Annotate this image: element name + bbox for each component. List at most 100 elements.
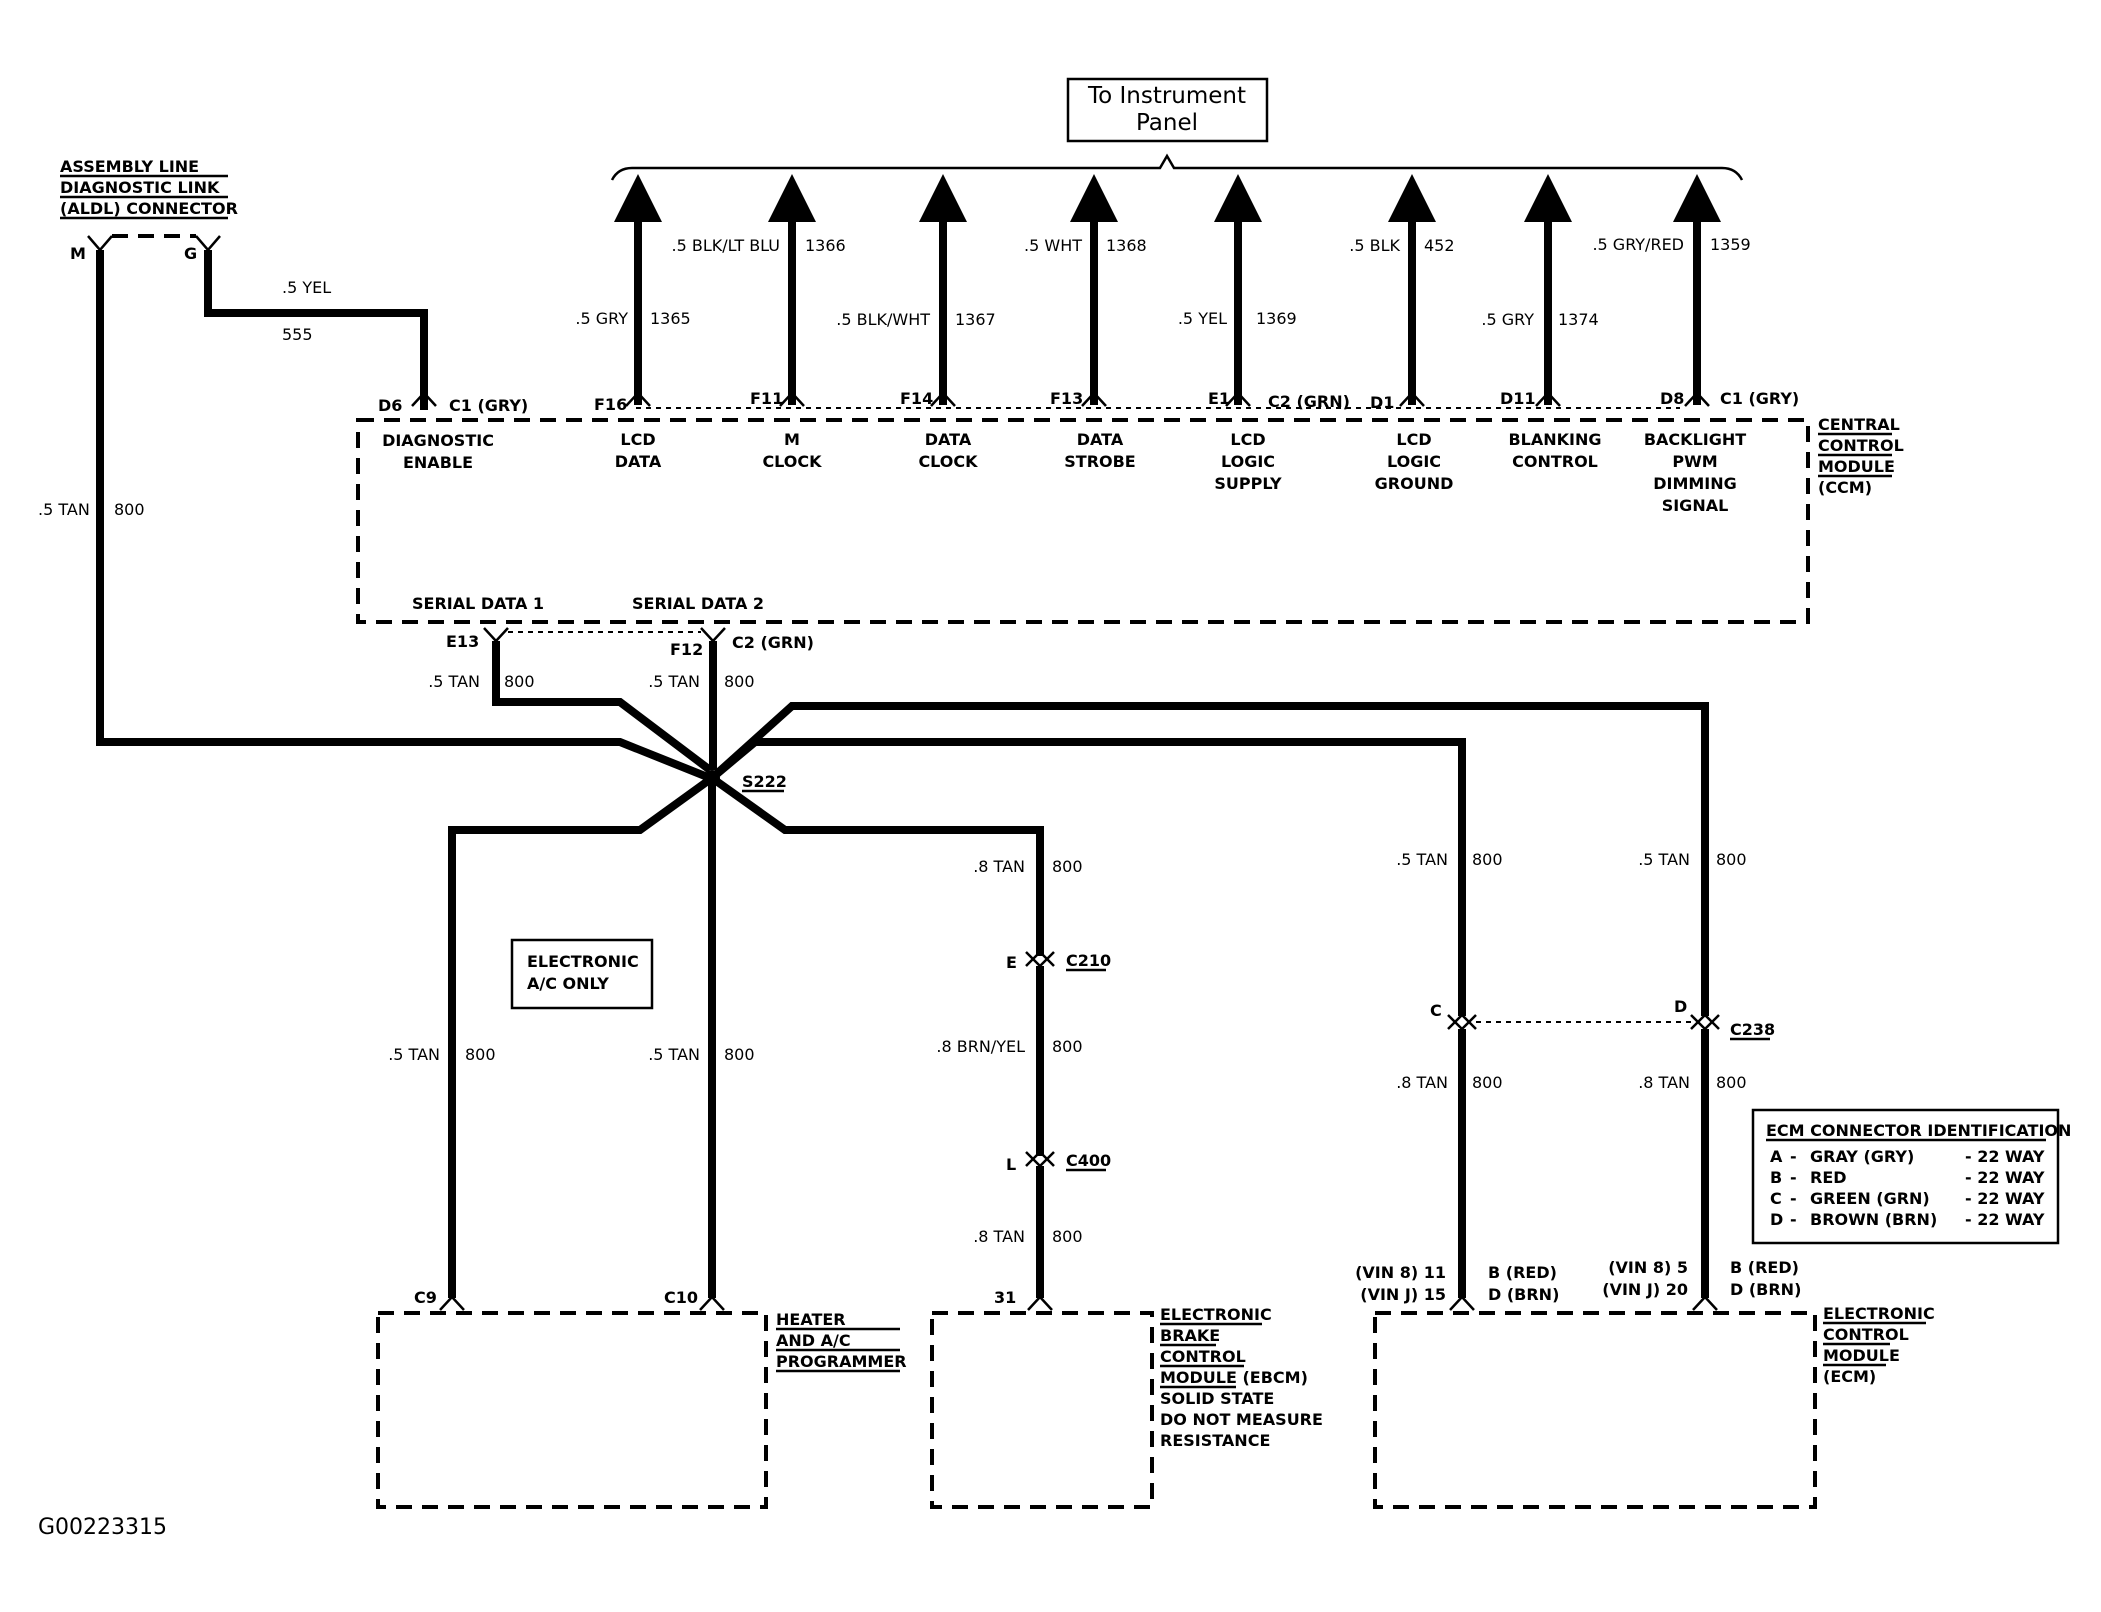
ebcm-wire1-circuit: 800 xyxy=(1052,857,1083,876)
c210-pin: E xyxy=(1006,953,1017,972)
ccm-pin-backlight-pwm: D8 .5 GRY/RED 1359 BACKLIGHT PWM DIMMING… xyxy=(1592,174,1751,515)
ccm-box xyxy=(356,418,1810,624)
ccm-diag-pin: D6 xyxy=(378,396,402,415)
ccm-pin-id: D8 xyxy=(1660,389,1684,408)
ccm-c1-label: C1 (GRY) xyxy=(1720,389,1799,408)
hvac-title-line3: PROGRAMMER xyxy=(776,1352,907,1371)
ccm-pin-label-line: DATA xyxy=(925,430,972,449)
aldl-title-line2: DIAGNOSTIC LINK xyxy=(60,178,220,197)
c400-pin: L xyxy=(1006,1155,1016,1174)
ccm-diag-label-line2: ENABLE xyxy=(403,453,473,472)
hvac-programmer-box xyxy=(376,1311,768,1509)
ccm-pin-wire-color: .5 GRY/RED xyxy=(1592,235,1684,254)
wire-555 xyxy=(204,250,428,410)
ebcm-box xyxy=(930,1311,1154,1509)
serial2-wire-color: .5 TAN xyxy=(648,672,700,691)
wire-800-ebcm xyxy=(709,774,1044,956)
ccm-pin-data-clock: F14 .5 BLK/WHT 1367 DATA CLOCK xyxy=(836,174,996,471)
ecm-left-wire-color: .5 TAN xyxy=(1396,850,1448,869)
ccm-pin-lcd-logic-ground: D1 .5 BLK 452 LCD LOGIC GROUND xyxy=(1349,174,1455,493)
ccm-pin-wire-color: .5 WHT xyxy=(1024,236,1082,255)
ecm-id-row-letter: B xyxy=(1770,1168,1782,1187)
ccm-pin-label-line: SUPPLY xyxy=(1214,474,1282,493)
ccm-diag-conn: C1 (GRY) xyxy=(449,396,528,415)
electronic-ac-note: ELECTRONIC A/C ONLY xyxy=(510,938,654,1010)
hvac-title: HEATER AND A/C PROGRAMMER xyxy=(776,1310,907,1373)
ccm-serial-data-2: SERIAL DATA 2 xyxy=(632,594,764,613)
ccm-serial2-conn: C2 (GRN) xyxy=(732,633,814,652)
ecm-id-row-letter: D xyxy=(1770,1210,1783,1229)
ecm-right-conn-d: D (BRN) xyxy=(1730,1280,1801,1299)
ecm-title-line1: ELECTRONIC xyxy=(1823,1304,1935,1323)
ccm-pin-id: D1 xyxy=(1370,393,1394,412)
ebcm-pin: 31 xyxy=(994,1288,1016,1307)
electronic-ac-note-line2: A/C ONLY xyxy=(527,974,609,993)
ccm-pin-id: F11 xyxy=(750,389,783,408)
ccm-pin-label-line: LOGIC xyxy=(1221,452,1275,471)
ccm-pin-label-line: CONTROL xyxy=(1512,452,1598,471)
aldl-title-line1: ASSEMBLY LINE xyxy=(60,157,199,176)
ccm-pin-wire-color: .5 BLK/LT BLU xyxy=(672,236,781,255)
ecm-right2-wire-circuit: 800 xyxy=(1716,1073,1747,1092)
ecm-title-line2: CONTROL xyxy=(1823,1325,1909,1344)
wire-555-circuit: 555 xyxy=(282,325,313,344)
ccm-pin-wire-color: .5 GRY xyxy=(575,309,628,328)
ecm-id-title: ECM CONNECTOR IDENTIFICATION xyxy=(1766,1121,2071,1140)
ccm-pin-wire-color: .5 GRY xyxy=(1481,310,1534,329)
ccm-pin-data-strobe: F13 .5 WHT 1368 DATA STROBE xyxy=(1024,174,1147,471)
wire-800-ecm-right xyxy=(709,702,1709,1016)
serial1-wire-circuit: 800 xyxy=(504,672,535,691)
ccm-pin-columns: F16 .5 GRY 1365 LCD DATA F11 .5 BLK/LT B… xyxy=(575,174,1751,515)
aldl-pin-m: M xyxy=(70,244,86,263)
connector-c238: C D C238 xyxy=(1430,997,1775,1041)
ecm-id-row-ways: - 22 WAY xyxy=(1965,1210,2045,1229)
ebcm-note-line3: RESISTANCE xyxy=(1160,1431,1270,1450)
ccm-pin-id: F14 xyxy=(900,389,933,408)
ccm-pin-label-line: DATA xyxy=(615,452,662,471)
ecm-title-line4: (ECM) xyxy=(1823,1367,1876,1386)
wire-800-aldl-color: .5 TAN xyxy=(38,500,90,519)
hvac-pin-c10: C10 xyxy=(664,1288,698,1307)
ccm-pin-label-line: PWM xyxy=(1672,452,1717,471)
ccm-title-line3: MODULE xyxy=(1818,457,1895,476)
svg-text:-: - xyxy=(1790,1147,1797,1166)
ecm-id-row-name: BROWN (BRN) xyxy=(1810,1210,1937,1229)
ecm-left2-wire-circuit: 800 xyxy=(1472,1073,1503,1092)
wire-800-aldl xyxy=(96,250,712,782)
c238-left-pin: C xyxy=(1430,1001,1442,1020)
hvac-wire1-circuit: 800 xyxy=(465,1045,496,1064)
ebcm-title-line4: MODULE (EBCM) xyxy=(1160,1368,1308,1387)
ecm-id-row-ways: - 22 WAY xyxy=(1965,1189,2045,1208)
ecm-id-row-ways: - 22 WAY xyxy=(1965,1147,2045,1166)
ccm-diag-label-line1: DIAGNOSTIC xyxy=(382,431,494,450)
ecm-id-row-letter: A xyxy=(1770,1147,1783,1166)
ebcm-wire3-color: .8 TAN xyxy=(973,1227,1025,1246)
ecm-left-conn-b: B (RED) xyxy=(1488,1263,1557,1282)
ccm-pin-wire-circuit: 1365 xyxy=(650,309,691,328)
ccm-pin-label-line: CLOCK xyxy=(918,452,978,471)
ecm-left-pin-vinj: (VIN J) 15 xyxy=(1360,1285,1446,1304)
instrument-panel-box: To Instrument Panel xyxy=(1066,77,1269,143)
ebcm-title-line1: ELECTRONIC xyxy=(1160,1305,1272,1324)
ccm-pin-label-line: CLOCK xyxy=(762,452,822,471)
serial1-wire-color: .5 TAN xyxy=(428,672,480,691)
ccm-pin-wire-color: .5 BLK xyxy=(1349,236,1400,255)
hvac-title-line2: AND A/C xyxy=(776,1331,851,1350)
ecm-left-conn-d: D (BRN) xyxy=(1488,1285,1559,1304)
electronic-ac-note-line1: ELECTRONIC xyxy=(527,952,639,971)
splice-label: S222 xyxy=(742,772,787,791)
ecm-right-wire-color: .5 TAN xyxy=(1638,850,1690,869)
ecm-title-line3: MODULE xyxy=(1823,1346,1900,1365)
ccm-pin-lcd-logic-supply: E1 .5 YEL 1369 LCD LOGIC SUPPLY xyxy=(1178,174,1297,493)
c238-label: C238 xyxy=(1730,1020,1775,1039)
ebcm-wire2-color: .8 BRN/YEL xyxy=(936,1037,1025,1056)
ccm-pin-wire-circuit: 1374 xyxy=(1558,310,1599,329)
ccm-pin-label-line: BACKLIGHT xyxy=(1644,430,1746,449)
ccm-pin-label-line: SIGNAL xyxy=(1662,496,1729,515)
figure-id: G00223315 xyxy=(38,1515,167,1540)
ccm-pin-lcd-data: F16 .5 GRY 1365 LCD DATA xyxy=(575,174,691,471)
svg-text:-: - xyxy=(1790,1210,1797,1229)
c238-right-pin: D xyxy=(1674,997,1687,1016)
ccm-c2-label: C2 (GRN) xyxy=(1268,392,1350,411)
ccm-pin-wire-circuit: 1367 xyxy=(955,310,996,329)
